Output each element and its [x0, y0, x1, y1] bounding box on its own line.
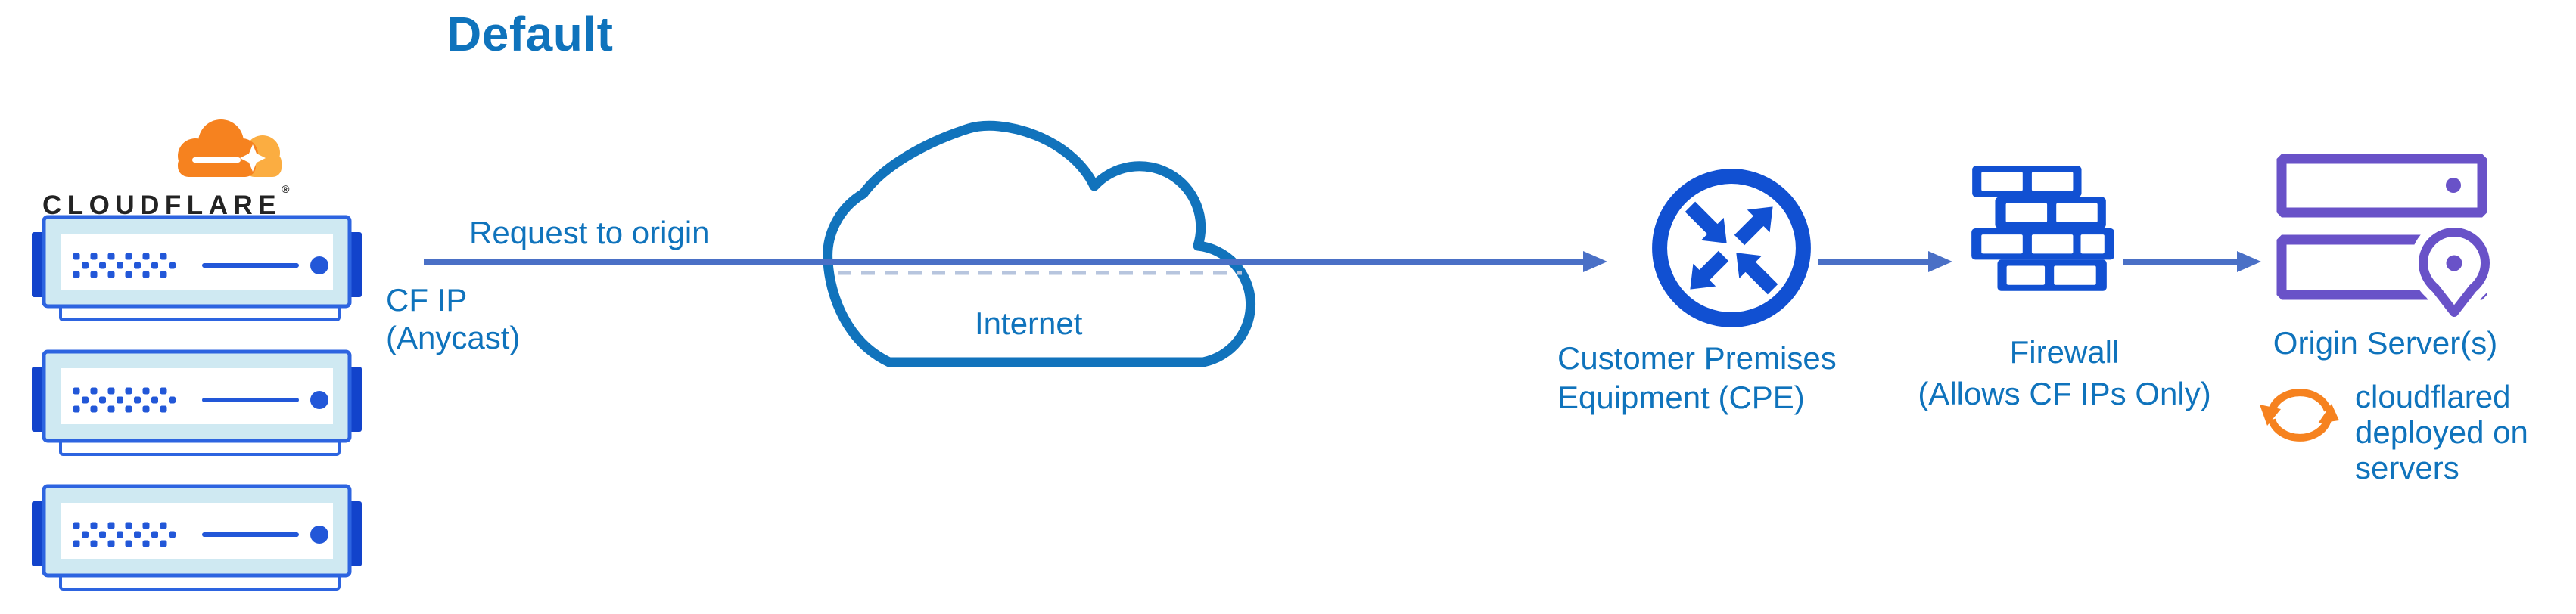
cpe-label-line2: Equipment (CPE): [1557, 380, 1805, 415]
origin-server-icon: [2276, 154, 2499, 329]
edge-server: [30, 346, 363, 463]
edge-server: [30, 480, 363, 597]
server-dot-matrix: [73, 522, 176, 547]
cloudflare-logo-icon: [178, 119, 282, 177]
logo-spark: [240, 144, 266, 172]
arrowhead-icon: [2237, 251, 2261, 272]
cloud-outline: [823, 120, 1256, 367]
server-faceplate: [61, 503, 333, 559]
cf-ip-line: CF IP: [386, 282, 468, 318]
edge-server: [30, 211, 363, 328]
request-to-origin-label: Request to origin: [469, 215, 710, 250]
edge-server-icon: [32, 484, 362, 591]
edge-server-icon: [32, 215, 362, 321]
internet-cloud-icon: [823, 120, 1256, 367]
sync-left-arrowhead: [2260, 405, 2281, 426]
server-power-dot: [310, 526, 328, 544]
server-dot-matrix: [73, 387, 176, 413]
edge-server-icon: [32, 349, 362, 456]
arrow-cpe-to-firewall: [1818, 251, 1952, 272]
internet-label: Internet: [975, 305, 1083, 341]
sync-right-arrowhead: [2318, 404, 2339, 423]
cpe-label-line1: Customer Premises: [1557, 340, 1837, 376]
server-power-dot: [310, 391, 328, 409]
registered-mark: ®: [282, 183, 290, 195]
router-ring: [1652, 169, 1811, 327]
anycast-line: (Anycast): [386, 320, 521, 355]
page-title: Default: [446, 7, 614, 61]
cpe-router-icon: [1652, 169, 1811, 327]
edge-server-stack: [30, 211, 363, 597]
server-faceplate: [61, 368, 333, 424]
brick-holes: [1981, 172, 2105, 285]
cpe-label: Customer Premises Equipment (CPE): [1557, 339, 1837, 417]
logo-white-slash: [192, 157, 241, 163]
origin-server-top: [2276, 154, 2487, 218]
arrowhead-icon: [1928, 251, 1952, 272]
arrow-firewall-to-origin: [2123, 251, 2261, 272]
cloudflared-note: cloudflared deployed on servers: [2355, 379, 2528, 485]
cloudflared-note-line1: cloudflared: [2355, 379, 2511, 414]
firewall-icon: [1971, 166, 2114, 291]
origin-server-label: Origin Server(s): [2273, 325, 2498, 361]
sync-bottom-arc: [2268, 418, 2332, 442]
origin-server-top-dot: [2446, 178, 2461, 193]
cf-ip-anycast-label: CF IP (Anycast): [386, 281, 520, 357]
cloudflared-sync-icon: [2260, 389, 2339, 442]
server-power-dot: [310, 256, 328, 274]
logo-dark-cloud: [178, 119, 258, 177]
server-dot-matrix: [73, 253, 176, 278]
location-pin-dot: [2446, 255, 2462, 271]
router-arrows: [1685, 201, 1778, 295]
arrowhead-icon: [1583, 251, 1607, 272]
cloudflared-note-line2: deployed on: [2355, 414, 2528, 450]
sync-top-arc: [2268, 389, 2332, 412]
firewall-label-line1: Firewall: [2009, 334, 2120, 370]
firewall-label-line2: (Allows CF IPs Only): [1918, 376, 2211, 411]
firewall-label: Firewall (Allows CF IPs Only): [1906, 331, 2223, 414]
server-faceplate: [61, 234, 333, 290]
location-pin-icon: [2419, 228, 2490, 317]
cloudflared-note-line3: servers: [2355, 450, 2459, 485]
